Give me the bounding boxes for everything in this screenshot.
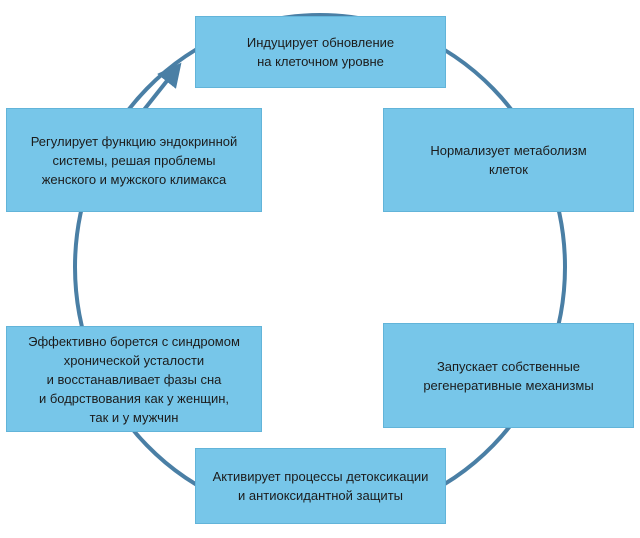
node-metabolism: Нормализует метаболизм клеток <box>383 108 634 212</box>
node-metabolism-text: Нормализует метаболизм клеток <box>430 143 587 177</box>
cycle-ellipse <box>73 13 567 521</box>
node-fatigue-text: Эффективно борется с синдромом хроническ… <box>28 333 240 425</box>
node-fatigue: Эффективно борется с синдромом хроническ… <box>6 326 262 432</box>
node-endocrine: Регулирует функцию эндокринной системы, … <box>6 108 262 212</box>
node-detox-text: Активирует процессы детоксикации и антио… <box>212 469 429 503</box>
node-regeneration: Запускает собственные регенеративные мех… <box>383 323 634 428</box>
node-regeneration-text: Запускает собственные регенеративные мех… <box>423 358 594 393</box>
node-cell-renewal: Индуцирует обновление на клеточном уровн… <box>195 16 446 88</box>
node-detox: Активирует процессы детоксикации и антио… <box>195 448 446 524</box>
node-endocrine-text: Регулирует функцию эндокринной системы, … <box>30 133 238 187</box>
node-cell-renewal-text: Индуцирует обновление на клеточном уровн… <box>246 35 395 69</box>
